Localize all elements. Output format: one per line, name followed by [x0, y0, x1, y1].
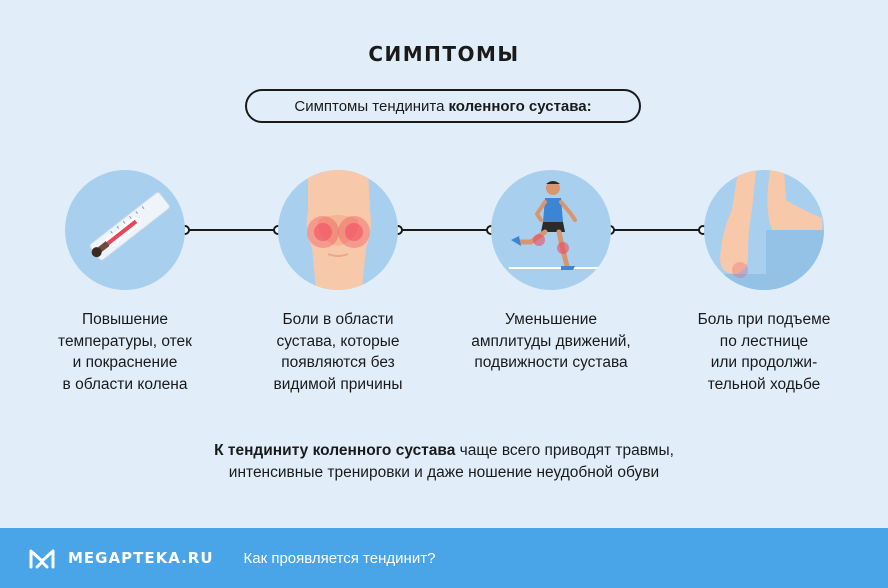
caption-line: и покраснение [72, 354, 178, 371]
subtitle-text: Симптомы тендинита [294, 97, 445, 115]
caption-line: или продолжи- [710, 354, 818, 371]
runner-icon [491, 170, 611, 290]
caption-line: появляются без [281, 354, 395, 371]
thermometer-icon [65, 170, 185, 290]
caption-line: сустава, которые [276, 332, 400, 350]
page-title: СИМПТОМЫ [368, 42, 520, 66]
megapteka-logo-icon [29, 549, 55, 569]
caption-line: Повышение [81, 311, 169, 328]
connector-1 [189, 229, 278, 231]
symptom-caption-4: Боль при подъеме по лестнице или продолж… [669, 309, 859, 395]
caption-line: видимой причины [273, 375, 403, 393]
caption-line: тельной ходьбе [707, 375, 821, 393]
caption-line: подвижности сустава [474, 354, 628, 371]
caption-line: по лестнице [719, 332, 809, 350]
foot-on-stairs-icon [704, 170, 824, 290]
knee-pain-icon [278, 170, 398, 290]
summary-bold: К тендиниту коленного сустава [214, 442, 456, 459]
caption-line: в области колена [62, 375, 188, 393]
caption-line: Уменьшение [505, 311, 597, 328]
summary-line-2: интенсивные тренировки и даже ношение не… [228, 464, 660, 481]
symptom-caption-2: Боли в области сустава, которые появляют… [243, 309, 433, 395]
connector-2 [402, 229, 491, 231]
symptom-caption-1: Повышение температуры, отек и покраснени… [30, 309, 220, 395]
subtitle-pill: Симптомы тендинита коленного сустава: [245, 89, 641, 123]
caption-line: амплитуды движений, [471, 332, 631, 350]
brand-name[interactable]: MEGAPTEKA.RU [68, 549, 214, 567]
summary-rest: чаще всего приводят травмы, [459, 442, 674, 459]
summary-text: К тендиниту коленного сустава чаще всего… [0, 440, 888, 484]
summary-line-1: К тендиниту коленного сустава чаще всего… [0, 440, 888, 462]
footer-question: Как проявляется тендинит? [243, 549, 436, 567]
symptom-caption-3: Уменьшение амплитуды движений, подвижнос… [456, 309, 646, 374]
caption-line: Боль при подъеме [697, 311, 831, 328]
connector-3 [614, 229, 703, 231]
subtitle-bold: коленного сустава: [448, 97, 592, 115]
caption-line: Боли в области [282, 311, 394, 328]
footer-bar: MEGAPTEKA.RU Как проявляется тендинит? [0, 528, 888, 588]
caption-line: температуры, отек [58, 332, 192, 350]
